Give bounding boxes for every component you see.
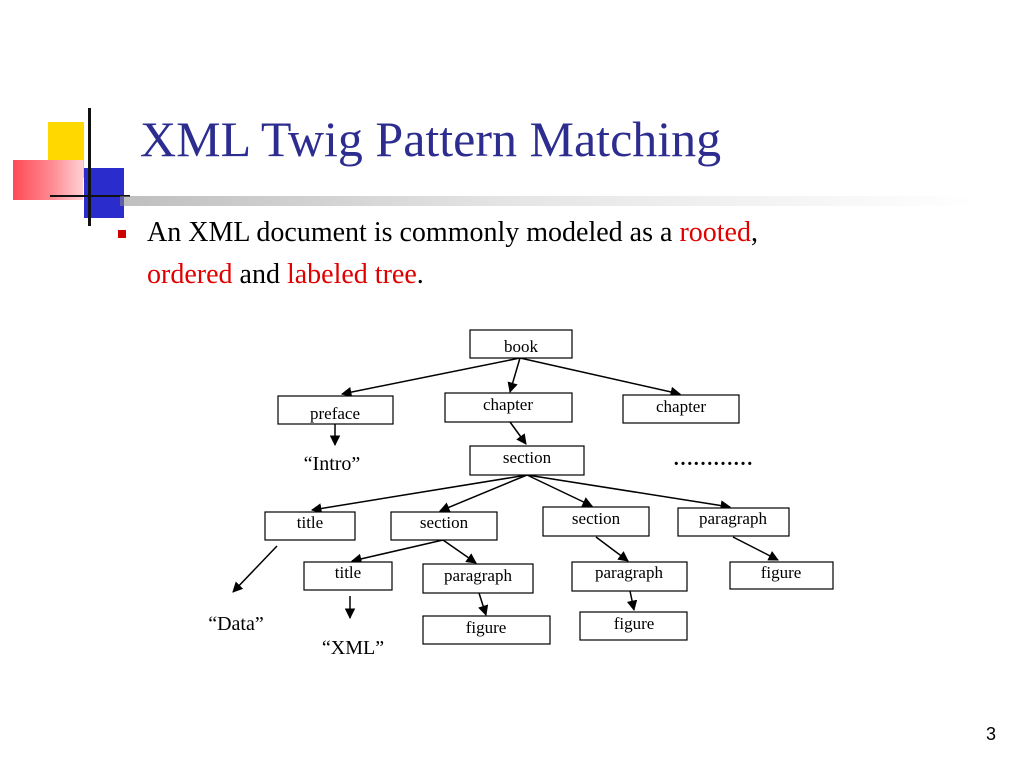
node-paragraph-label: paragraph — [699, 509, 767, 528]
edge-paragraph-figure — [732, 536, 779, 561]
node-preface-label: preface — [310, 404, 360, 423]
text-value-xml: “XML” — [322, 637, 384, 659]
edge-section-section — [439, 474, 528, 513]
node-section-label: section — [420, 513, 469, 532]
node-paragraph-label: paragraph — [595, 563, 663, 582]
node-paragraph-box — [571, 561, 688, 592]
node-chapter-box — [622, 394, 740, 424]
edge-section-title — [310, 474, 528, 514]
node-book-box — [469, 329, 573, 359]
node-figure-box — [579, 611, 688, 641]
node-figure-label: figure — [614, 614, 655, 633]
node-title-label: title — [297, 513, 323, 532]
node-title-box — [303, 561, 393, 591]
edge-section-paragraph — [595, 536, 629, 562]
node-title-box — [264, 511, 356, 541]
node-chapter-box — [444, 392, 573, 423]
highlight-rooted: rooted — [679, 217, 751, 248]
node-section-label: section — [503, 448, 552, 467]
edge-paragraph-figure — [626, 590, 638, 612]
edge-section-paragraph — [526, 474, 732, 511]
decor-vertical-line — [88, 108, 91, 226]
edge-book-preface — [340, 357, 521, 398]
edge-section-section — [526, 474, 593, 507]
node-figure-box — [422, 615, 551, 645]
edge-section-paragraph — [442, 539, 477, 564]
node-section-box — [469, 445, 585, 476]
node-figure-box — [729, 561, 834, 590]
text-value-data: “Data” — [208, 613, 264, 635]
node-figure-label: figure — [466, 618, 507, 637]
node-chapter-label: chapter — [656, 397, 706, 416]
node-section-label: section — [572, 509, 621, 528]
bullet-text-part: An XML document is commonly modeled as a — [147, 217, 680, 248]
page-number: 3 — [985, 724, 996, 744]
bullet-text-part: , — [750, 217, 758, 248]
text-value-intro: “Intro” — [304, 453, 361, 475]
bullet-marker-icon — [118, 230, 126, 238]
bullet-text-part: . — [416, 259, 424, 290]
decor-red-gradient-bar — [13, 160, 83, 200]
edge-book-chapter — [519, 357, 682, 398]
title-underline-rule — [120, 196, 980, 206]
node-preface-box — [277, 395, 394, 425]
highlight-labeled-tree: labeled tree — [286, 259, 417, 290]
bullet-text: An XML document is commonly modeled as a… — [147, 212, 967, 296]
node-paragraph-box — [677, 507, 790, 537]
edge-book-chapter — [507, 357, 521, 394]
node-figure-label: figure — [761, 563, 802, 582]
bullet-text-part: and — [232, 259, 287, 290]
edge-title-data — [232, 545, 278, 593]
node-book-label: book — [504, 337, 539, 356]
edge-chapter-section — [509, 421, 527, 445]
ellipsis-more-nodes: ………… — [673, 448, 753, 470]
node-section-box — [390, 511, 498, 541]
slide-title: XML Twig Pattern Matching — [140, 111, 722, 167]
node-paragraph-box — [422, 563, 534, 594]
node-paragraph-label: paragraph — [444, 566, 512, 585]
decor-horizontal-line — [50, 195, 130, 197]
highlight-ordered: ordered — [147, 259, 233, 290]
node-section-box — [542, 506, 650, 537]
edge-paragraph-figure — [478, 592, 489, 617]
node-title-label: title — [335, 563, 361, 582]
edge-section-title — [350, 539, 444, 564]
node-chapter-label: chapter — [483, 395, 533, 414]
